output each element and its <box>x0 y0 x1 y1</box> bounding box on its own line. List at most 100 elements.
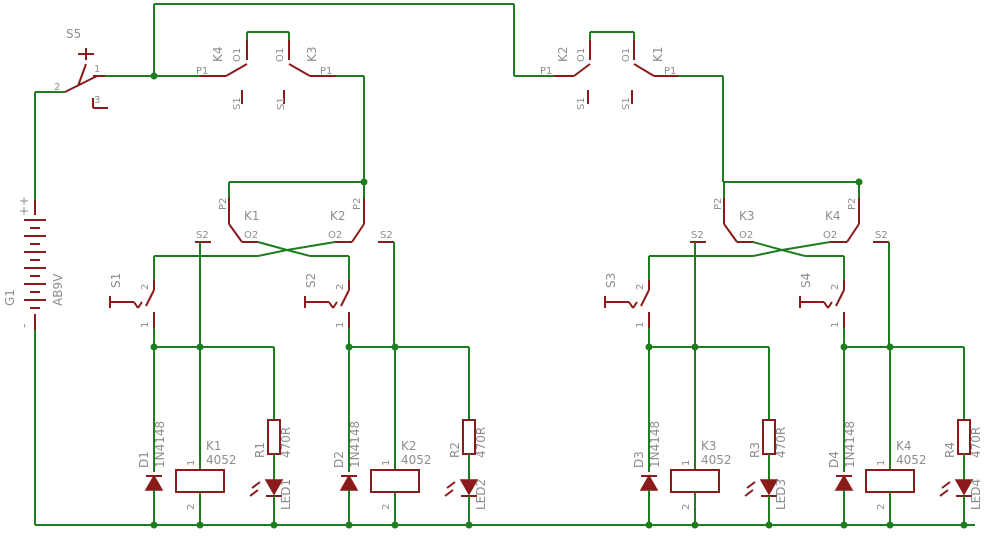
switch-pin1: 1 <box>335 322 346 328</box>
resistor-value: 470R <box>969 427 983 458</box>
relay-contact-p2-label: P2 <box>847 198 858 210</box>
k1-top-on: P1 <box>664 66 676 77</box>
switch-pin2: 2 <box>830 284 841 290</box>
coil-pin1: 1 <box>876 460 887 466</box>
top-wiring <box>34 3 975 526</box>
switch-pin2: 2 <box>140 284 151 290</box>
battery-plus-label: + <box>17 206 31 216</box>
resistor-value: 470R <box>474 427 488 458</box>
battery-name: G1 <box>3 289 17 306</box>
coil-pin2: 2 <box>186 504 197 510</box>
relay-contact-o2-label: O2 <box>328 230 342 241</box>
relay-coil <box>175 469 225 493</box>
coil-pin1: 1 <box>381 460 392 466</box>
relay-coil <box>370 469 420 493</box>
diode-type: 1N4148 <box>153 421 167 468</box>
coil-pin1: 1 <box>186 460 197 466</box>
led-name: LED2 <box>474 479 488 510</box>
s5-pin1: 1 <box>94 64 100 75</box>
switch-pin2: 2 <box>335 284 346 290</box>
coil-type: 4052 <box>206 453 237 467</box>
battery-minus-label: - <box>17 324 31 328</box>
contact-k1-o1: P1 O1 K1 S1 <box>621 40 678 110</box>
junction <box>345 521 353 529</box>
contact-k2-o1: P1 O1 K2 S1 <box>540 40 591 110</box>
k2-top-off: S1 <box>576 97 587 110</box>
relay-contact-s2-label: S2 <box>691 230 704 241</box>
battery-g1: + + - G1 AB9V <box>3 196 65 330</box>
junction <box>150 72 158 80</box>
diode-name: D1 <box>137 451 151 468</box>
junction <box>765 521 773 529</box>
k1-top-off: S1 <box>621 97 632 110</box>
switch-name: S2 <box>304 273 318 288</box>
k1-top-common: O1 <box>621 48 632 62</box>
coil-type: 4052 <box>701 453 732 467</box>
coil-type: 4052 <box>896 453 927 467</box>
junction <box>840 521 848 529</box>
junction <box>196 521 204 529</box>
switch-name: S4 <box>799 273 813 288</box>
relay-contact-p2-label: P2 <box>352 198 363 210</box>
relay-contact-s2-label: S2 <box>875 230 888 241</box>
coil-pin2: 2 <box>381 504 392 510</box>
relay-contact-name: K1 <box>244 209 260 223</box>
relay-contact-name: K3 <box>739 209 755 223</box>
relay-coil <box>865 469 915 493</box>
k3-top-common: O1 <box>275 48 286 62</box>
resistor-name: R1 <box>253 442 267 458</box>
k4-top-on: P1 <box>196 66 208 77</box>
coil-name: K2 <box>401 439 417 453</box>
diode-type: 1N4148 <box>843 421 857 468</box>
relay-contact-p2-label: P2 <box>713 198 724 210</box>
s5-name: S5 <box>66 27 81 41</box>
relay-coil <box>670 469 720 493</box>
resistor-name: R4 <box>943 442 957 458</box>
relay-contact-o2-label: O2 <box>244 230 258 241</box>
junction <box>360 178 368 186</box>
switch-pin1: 1 <box>140 322 151 328</box>
k2-top-relay: K2 <box>556 46 570 62</box>
k4-top-off: S1 <box>232 97 243 110</box>
k3-top-on: P1 <box>320 66 332 77</box>
junction <box>855 178 863 186</box>
coil-pin2: 2 <box>681 504 692 510</box>
switch-name: S3 <box>604 273 618 288</box>
resistor-name: R2 <box>448 442 462 458</box>
diode-name: D3 <box>632 451 646 468</box>
junction <box>465 521 473 529</box>
junction <box>960 521 968 529</box>
k4-top-common: O1 <box>232 48 243 62</box>
led-name: LED3 <box>774 479 788 510</box>
master-switch-s5: S5 1 2 3 <box>54 27 108 109</box>
diode-type: 1N4148 <box>648 421 662 468</box>
s5-pin3: 3 <box>94 95 100 106</box>
k4-top-relay: K4 <box>211 46 225 62</box>
coil-name: K1 <box>206 439 222 453</box>
led-symbol <box>759 479 779 496</box>
coil-name: K4 <box>896 439 912 453</box>
diode-name: D4 <box>827 451 841 468</box>
relay-contact-s2-label: S2 <box>196 230 209 241</box>
led-name: LED1 <box>279 479 293 510</box>
coil-pin2: 2 <box>876 504 887 510</box>
switch-pin1: 1 <box>635 322 646 328</box>
battery-plus-label: + <box>17 196 31 206</box>
diode-symbol <box>339 474 359 491</box>
k3-top-off: S1 <box>276 97 287 110</box>
contact-k4-o1: P1 O1 K4 S1 <box>196 40 248 110</box>
switch-name: S1 <box>109 273 123 288</box>
resistor-value: 470R <box>774 427 788 458</box>
k2-top-on: P1 <box>540 66 552 77</box>
diode-symbol <box>144 474 164 491</box>
contact-k3-o1: P1 O1 K3 S1 <box>275 40 336 110</box>
junction <box>150 521 158 529</box>
junction <box>270 521 278 529</box>
diode-name: D2 <box>332 451 346 468</box>
junction <box>886 521 894 529</box>
s5-pin2: 2 <box>54 82 60 93</box>
led-symbol <box>954 479 974 496</box>
